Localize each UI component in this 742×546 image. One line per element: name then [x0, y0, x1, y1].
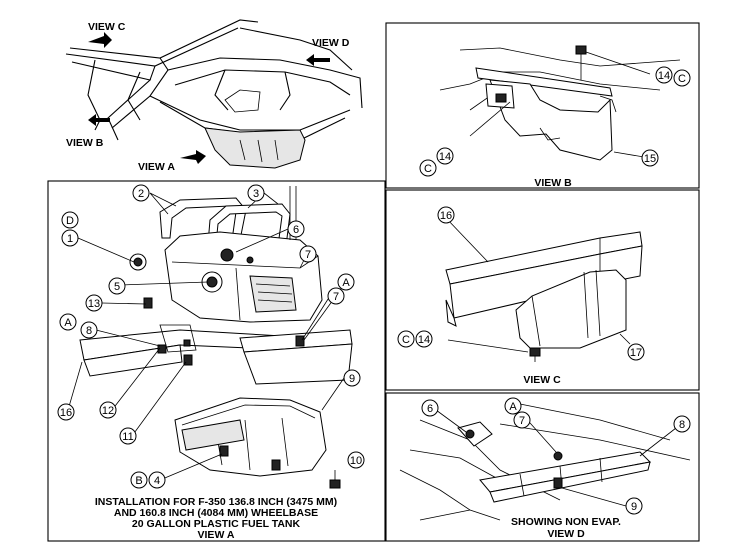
callout-8: [343, 369, 361, 387]
callout-14-view-c-text: 14: [418, 334, 430, 346]
callout-5: [287, 220, 305, 238]
view-d-callouts: 6 A 7 8 9: [421, 397, 691, 515]
overview-drawing: [65, 19, 363, 169]
callout-letter-a-view-d: [504, 397, 522, 415]
view-d-drawing: [399, 403, 691, 521]
callout-letter-c-view-c-text: C: [402, 334, 410, 346]
view-b-caption: VIEW B: [534, 177, 572, 189]
callout-7-right-text: 7: [333, 291, 339, 303]
view-d-caption-line2: VIEW D: [547, 528, 585, 540]
view-a-caption-line3: 20 GALLON PLASTIC FUEL TANK: [132, 518, 301, 530]
callout-2-text: 2: [138, 188, 144, 200]
callout-letter-a-left: [59, 313, 77, 331]
callout-9: [347, 451, 365, 469]
callout-3: [247, 184, 265, 202]
callout-13: [85, 294, 103, 312]
view-c-panel: [385, 189, 700, 391]
callout-letter-d-text: D: [66, 215, 74, 227]
callout-letter-c-top-text: C: [678, 73, 686, 85]
arrow-icon: [306, 54, 330, 66]
view-c-caption: VIEW C: [523, 374, 561, 386]
callout-10: [148, 471, 166, 489]
callout-17: [627, 343, 645, 361]
callout-15-text: 15: [644, 153, 656, 165]
callout-5-text: 6: [293, 224, 299, 236]
callout-14-left-text: 14: [439, 151, 451, 163]
callout-9-view-d-text: 9: [631, 501, 637, 513]
callout-8-view-d: [673, 415, 691, 433]
overview-view-b-label: VIEW B: [66, 137, 104, 149]
callout-letter-b-text: B: [135, 475, 142, 487]
callout-16-view-c-text: 16: [440, 210, 452, 222]
callout-1: [61, 229, 79, 247]
callout-7-view-d: [513, 411, 531, 429]
callout-3-text: 3: [253, 188, 259, 200]
callout-16-view-c: [437, 206, 455, 224]
view-c-callouts: 16 C 14 17: [397, 206, 645, 361]
callout-14-top-text: 14: [658, 70, 670, 82]
view-a-caption-line4: VIEW A: [198, 529, 235, 541]
view-a-callouts: 2 3 D 1 6 7 5 A 7 13 A 8 9 12 16 11 10: [57, 184, 365, 489]
overview-view-c-label: VIEW C: [88, 21, 126, 33]
callout-7-left-text: 8: [86, 325, 92, 337]
callout-6: [299, 245, 317, 263]
callout-2: [132, 184, 150, 202]
callout-letter-c-left: [419, 159, 437, 177]
callout-14-left: [436, 147, 454, 165]
callout-8-view-d-text: 8: [679, 419, 685, 431]
callout-14-top: [655, 66, 673, 84]
view-d-panel: [385, 392, 700, 542]
view-b-callouts: 14 C C 14 15: [419, 66, 691, 177]
callout-10-text: 4: [154, 475, 160, 487]
view-b-panel: [385, 22, 700, 189]
callout-7-right: [327, 287, 345, 305]
view-a-panel: [47, 180, 386, 542]
callout-14-view-c: [415, 330, 433, 348]
callout-9-view-d: [625, 497, 643, 515]
view-a-caption-line2: AND 160.8 INCH (4084 MM) WHEELBASE: [114, 507, 318, 519]
callout-letter-c-left-text: C: [424, 163, 432, 175]
callout-4-text: 5: [114, 281, 120, 293]
callout-6-view-d: [421, 399, 439, 417]
callout-7-view-d-text: 7: [519, 415, 525, 427]
callout-6-view-d-text: 6: [427, 403, 433, 415]
callout-11-text: 11: [122, 431, 133, 443]
view-b-drawing: [439, 45, 681, 161]
callout-16: [57, 403, 75, 421]
view-c-drawing: [445, 217, 643, 362]
callout-letter-a-view-d-text: A: [509, 401, 517, 413]
callout-4: [108, 277, 126, 295]
view-a-drawing: [67, 186, 353, 489]
overview-view-d-label: VIEW D: [312, 37, 350, 49]
callout-1-text: 1: [67, 233, 73, 245]
callout-17-text: 17: [630, 347, 642, 359]
callout-letter-c-top: [673, 69, 691, 87]
callout-7-left: [80, 321, 98, 339]
callout-letter-b: [130, 471, 148, 489]
view-a-caption-line1: INSTALLATION FOR F-350 136.8 INCH (3475 …: [95, 496, 337, 508]
view-d-caption-line1: SHOWING NON EVAP.: [511, 516, 621, 528]
arrow-icon: [88, 32, 112, 48]
callout-letter-d: [61, 211, 79, 229]
callout-letter-c-view-c: [397, 330, 415, 348]
overview-view-a-label: VIEW A: [138, 161, 175, 173]
callout-13-text: 13: [88, 298, 100, 310]
callout-12-text: 12: [102, 405, 114, 417]
arrow-icon: [180, 150, 206, 164]
callout-letter-a-right-text: A: [342, 277, 350, 289]
callout-6-text: 7: [305, 249, 311, 261]
callout-8-text: 9: [349, 373, 355, 385]
arrow-icon: [88, 114, 110, 126]
callout-12: [99, 401, 117, 419]
callout-9-text: 10: [350, 455, 362, 467]
callout-letter-a-right: [337, 273, 355, 291]
callout-letter-a-left-text: A: [64, 317, 72, 329]
callout-11: [119, 427, 137, 445]
callout-16-text: 16: [60, 407, 72, 419]
callout-15: [641, 149, 659, 167]
